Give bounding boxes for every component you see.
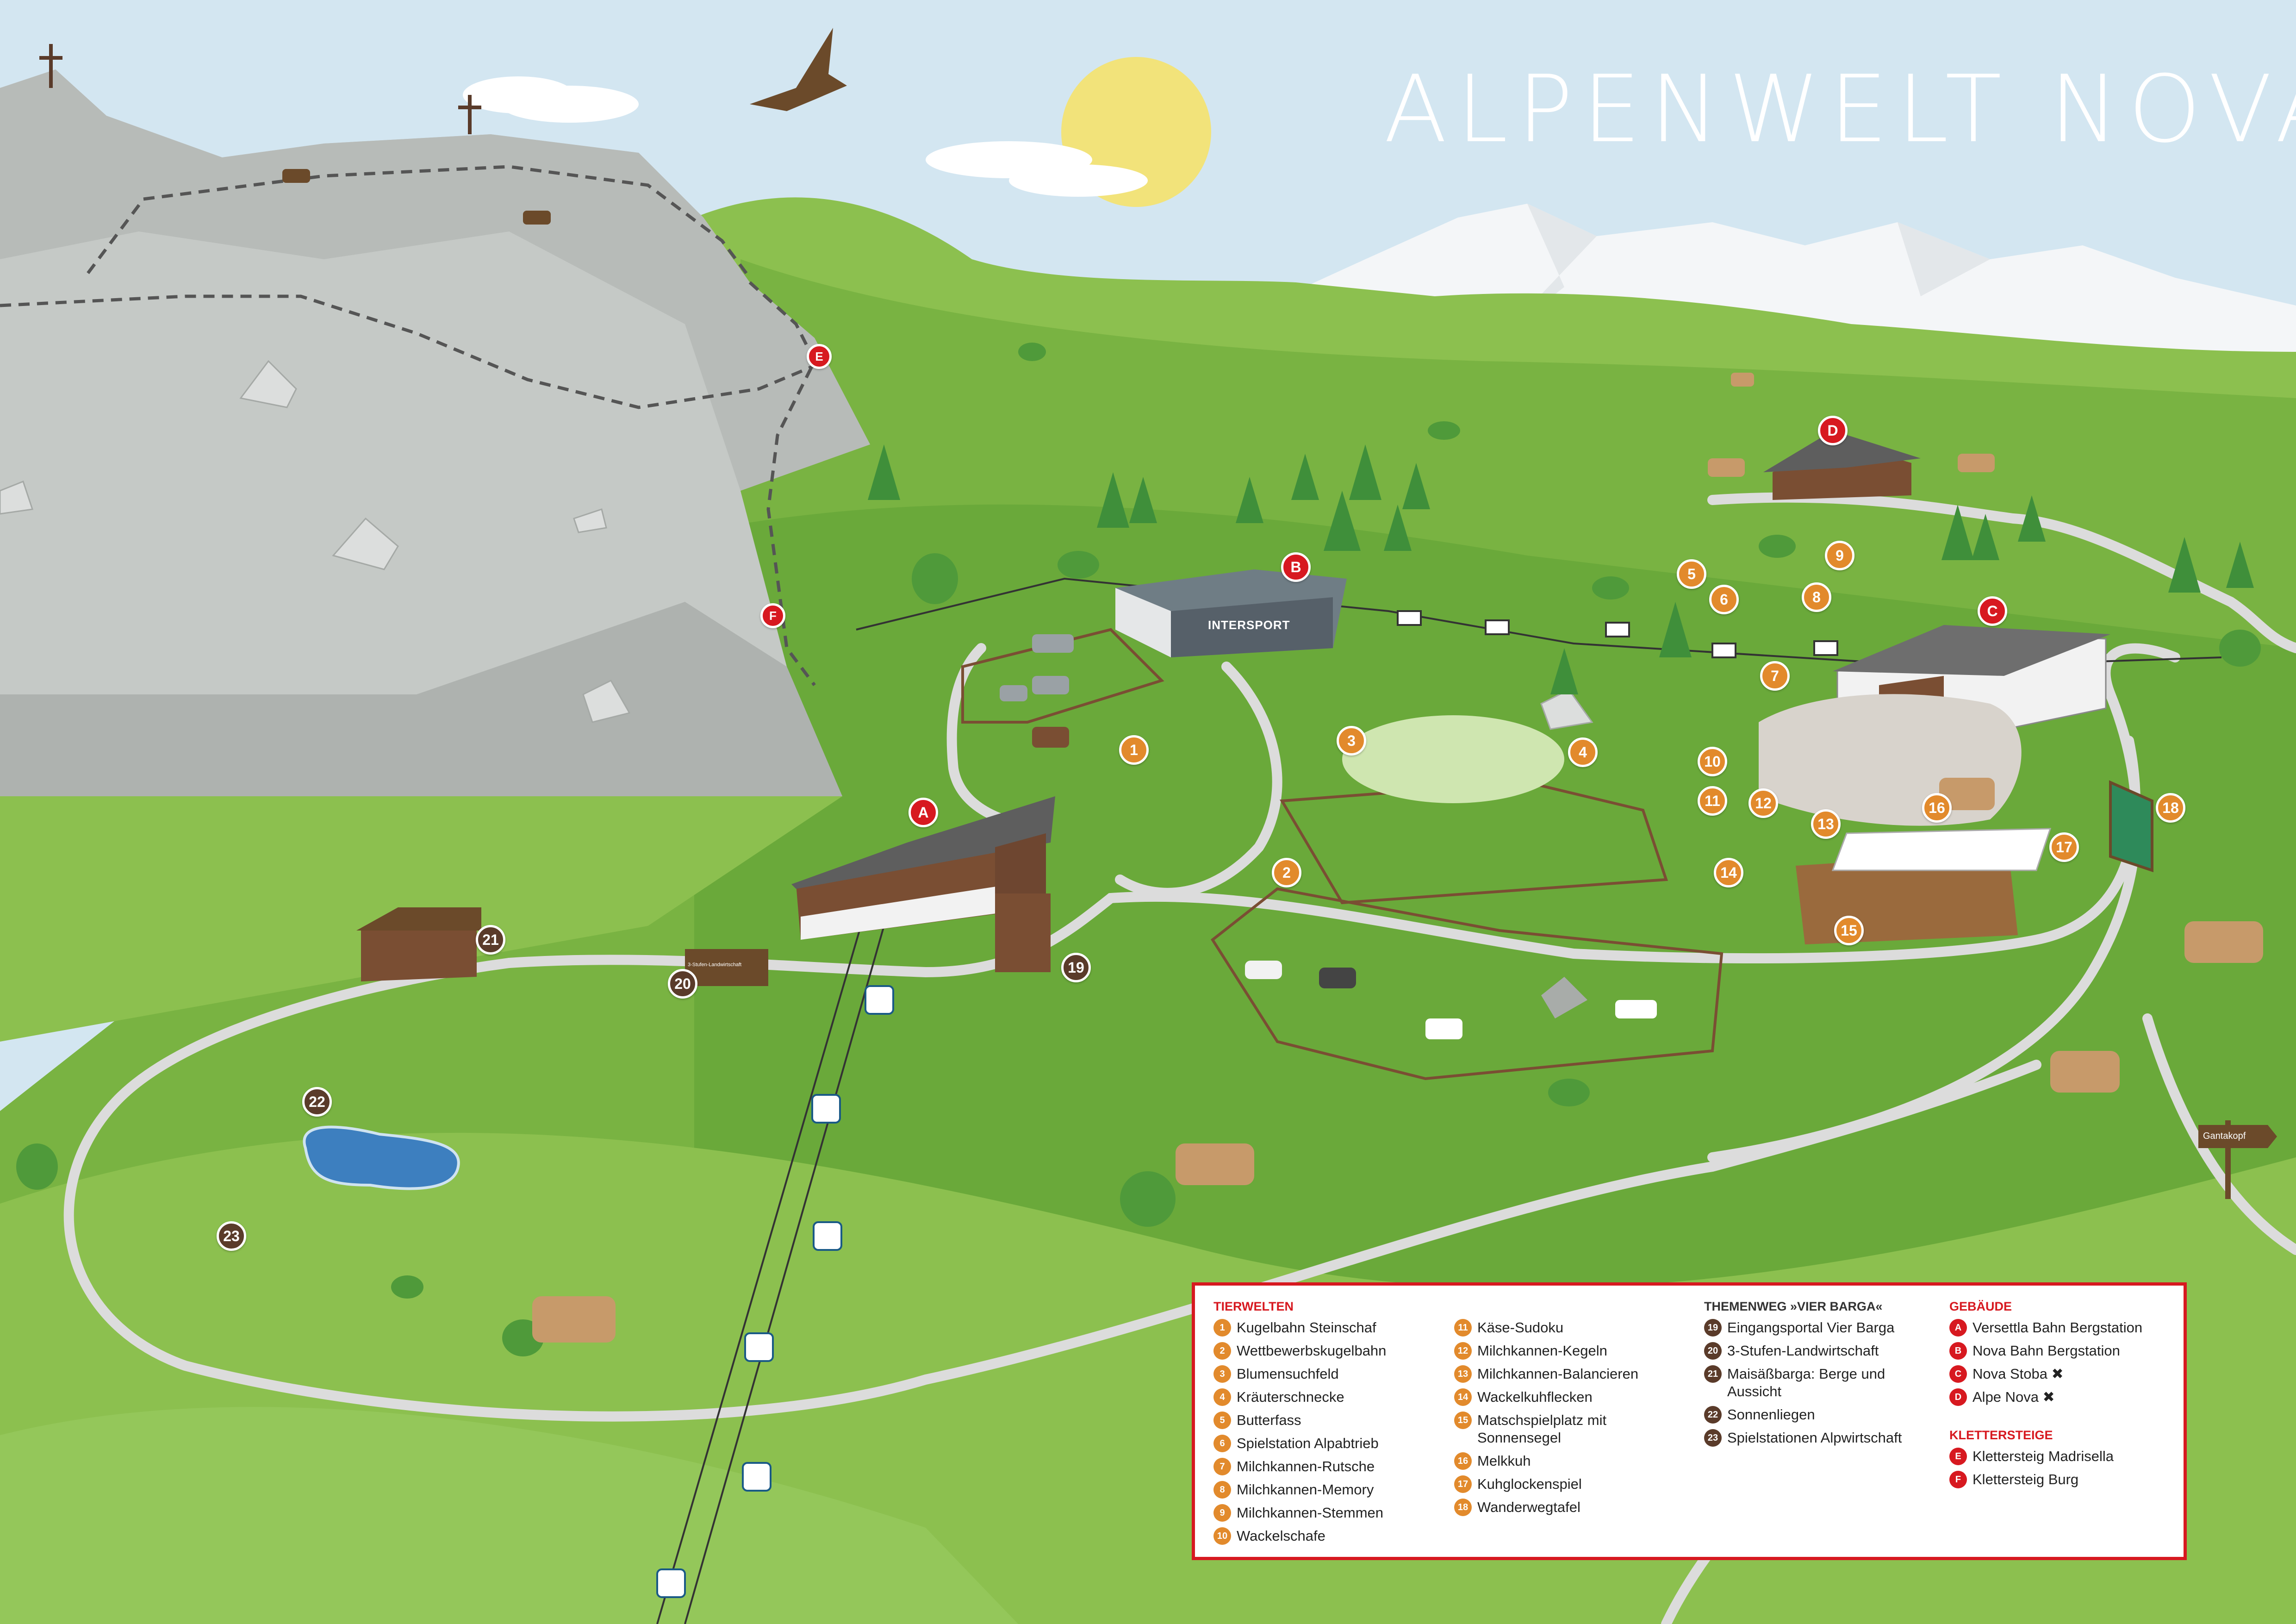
gondolas — [656, 985, 894, 1598]
legend-gebaeude-title: GEBÄUDE — [1949, 1299, 2012, 1313]
building-d — [1763, 431, 1921, 500]
intersport-label: INTERSPORT — [1208, 618, 1290, 632]
summit-crosses — [39, 44, 481, 134]
marker-23[interactable]: 23 — [217, 1221, 246, 1251]
marker-15[interactable]: 15 — [1834, 916, 1864, 945]
chairlift-chairs — [1397, 610, 1838, 658]
marker-20[interactable]: 20 — [668, 969, 697, 999]
clouds — [463, 76, 1148, 197]
marker-9[interactable]: 9 — [1825, 541, 1854, 570]
info-board-18 — [2109, 780, 2153, 873]
marker-a[interactable]: A — [908, 798, 938, 827]
marker-12[interactable]: 12 — [1748, 788, 1778, 818]
trees — [868, 444, 2254, 694]
marker-14[interactable]: 14 — [1714, 858, 1743, 887]
gate-19 — [995, 893, 1051, 972]
marker-11[interactable]: 11 — [1698, 786, 1727, 816]
marker-e[interactable]: E — [807, 344, 832, 369]
marker-f[interactable]: F — [760, 603, 785, 628]
marker-8[interactable]: 8 — [1802, 582, 1831, 612]
boulders — [0, 360, 1593, 730]
signpost-gantakopf — [2198, 1120, 2277, 1199]
marker-19[interactable]: 19 — [1061, 953, 1091, 982]
building-b — [1115, 569, 1347, 657]
marker-18[interactable]: 18 — [2156, 793, 2185, 823]
cows — [532, 373, 2263, 1343]
marker-d[interactable]: D — [1818, 416, 1848, 445]
marker-21[interactable]: 21 — [476, 925, 505, 955]
marker-3[interactable]: 3 — [1337, 726, 1366, 756]
marker-5[interactable]: 5 — [1677, 559, 1706, 589]
cabin-21 — [356, 907, 481, 981]
marker-7[interactable]: 7 — [1760, 661, 1790, 691]
paths — [63, 492, 2296, 1624]
marker-4[interactable]: 4 — [1568, 737, 1598, 767]
marker-17[interactable]: 17 — [2049, 832, 2079, 862]
ibex — [282, 169, 551, 225]
gantakopf-sign-label: Gantakopf — [2203, 1131, 2246, 1141]
marker-c[interactable]: C — [1978, 596, 2007, 626]
marker-22[interactable]: 22 — [302, 1087, 332, 1117]
legend-tierwelten-title: TIERWELTEN — [1213, 1299, 1294, 1313]
flower-field — [1342, 715, 1564, 803]
sign-20-label: 3-Stufen-Landwirtschaft — [688, 962, 742, 968]
map-title: ALPENWELT NOVA — [1384, 56, 2296, 163]
eagle — [750, 28, 847, 111]
bushes — [16, 343, 2261, 1356]
legend-klettersteige-title: KLETTERSTEIGE — [1949, 1428, 2053, 1442]
sign-20 — [685, 949, 768, 986]
legend-themenweg-title: THEMENWEG »VIER BARGA« — [1704, 1299, 1883, 1313]
marker-6[interactable]: 6 — [1709, 585, 1739, 614]
marker-13[interactable]: 13 — [1811, 809, 1841, 839]
marker-10[interactable]: 10 — [1698, 747, 1727, 776]
pond — [303, 1125, 460, 1190]
marker-1[interactable]: 1 — [1119, 735, 1149, 765]
climbing-routes — [0, 165, 816, 687]
marker-16[interactable]: 16 — [1922, 793, 1952, 823]
farm-animals — [1000, 634, 1657, 1039]
marker-b[interactable]: B — [1281, 552, 1311, 582]
marker-2[interactable]: 2 — [1272, 858, 1301, 887]
